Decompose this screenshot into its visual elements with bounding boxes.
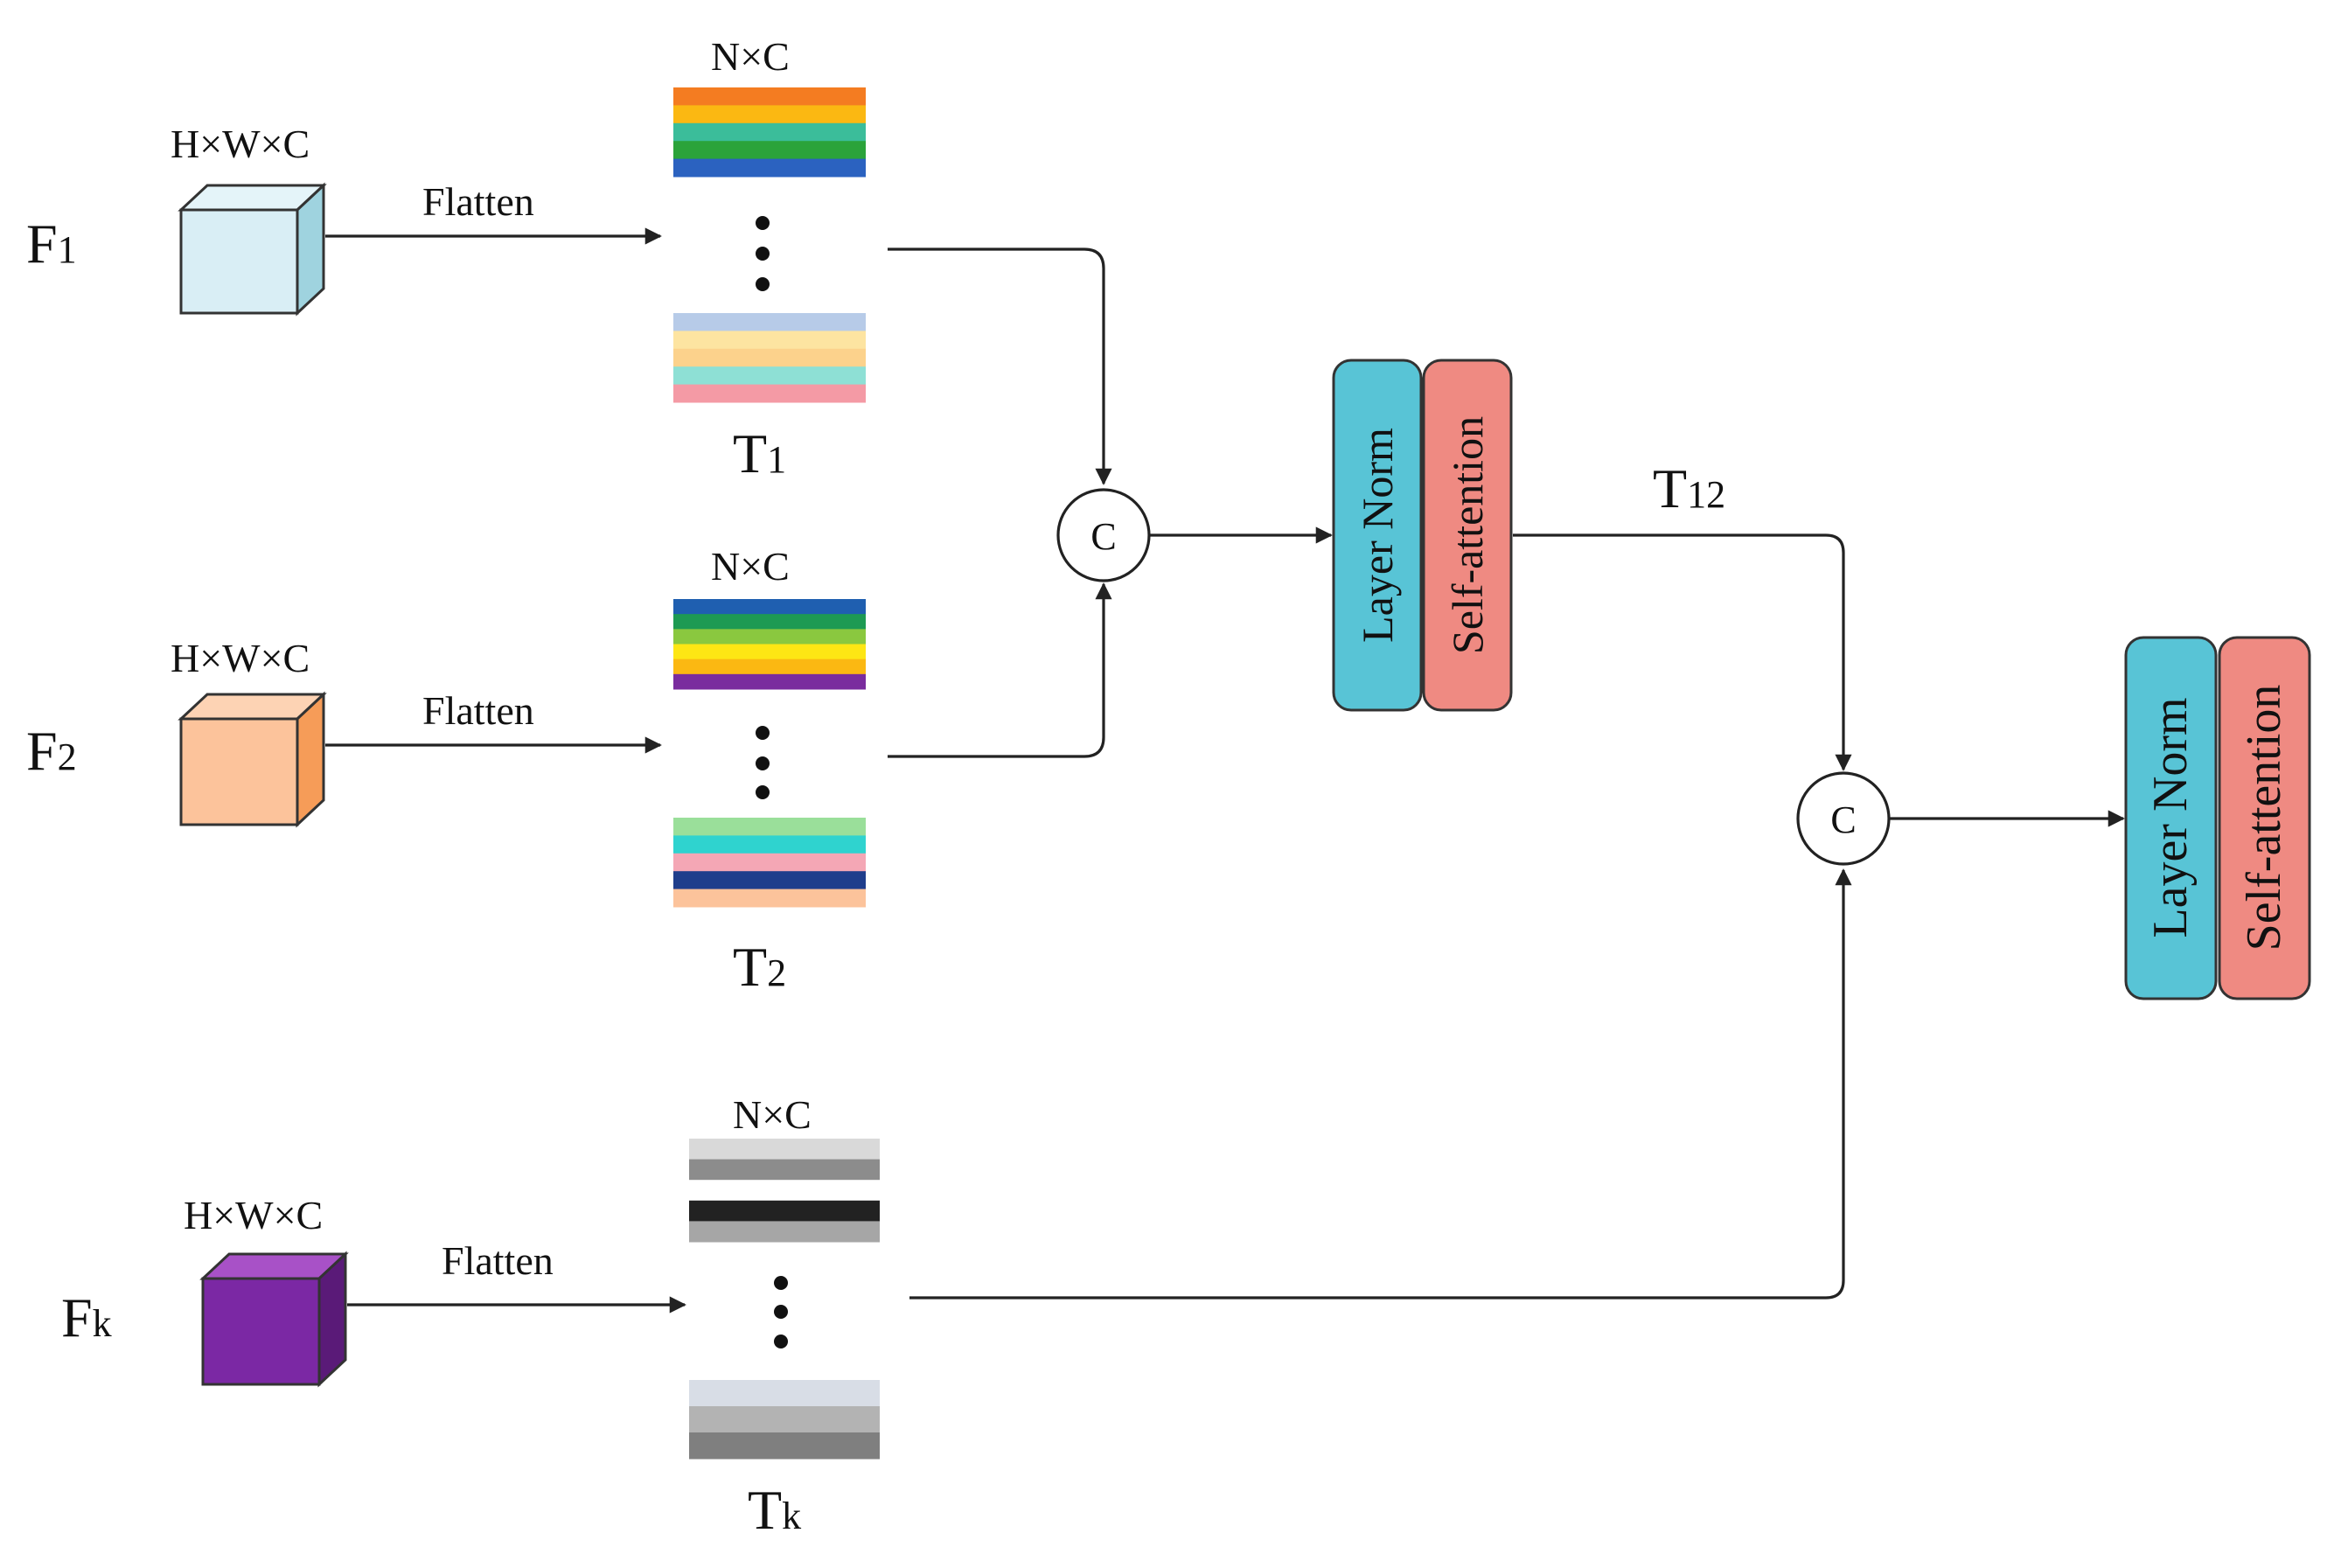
token-stripe (673, 659, 866, 675)
token-stripe (689, 1200, 880, 1222)
self-attention-box-1 (1422, 359, 1513, 712)
token-stripe (673, 87, 866, 106)
cube-side (296, 182, 325, 317)
token-stripe (689, 1221, 880, 1243)
feature-cube-f2 (178, 691, 327, 828)
cube-side (296, 691, 325, 828)
cube-front (201, 1277, 321, 1386)
token-label-t1: T1 (733, 422, 786, 484)
token-stack-tk-top (689, 1139, 880, 1243)
input-label-f2: F2 (26, 720, 77, 782)
flatten-label-fk: Flatten (442, 1238, 554, 1283)
token-stripe (673, 158, 866, 178)
token-stripe (689, 1180, 880, 1202)
layer-norm-box-1 (1332, 359, 1423, 712)
token-stripe (673, 599, 866, 615)
token-stripe (673, 889, 866, 908)
ellipsis-tk (774, 1276, 788, 1348)
token-stripe (673, 384, 866, 403)
token-stripe (673, 614, 866, 630)
connector-tk-concat2 (909, 868, 1852, 1300)
flatten-label-f2: Flatten (422, 688, 534, 733)
feature-cube-fk (199, 1251, 349, 1388)
token-stripe (673, 673, 866, 690)
token-label-tk: Tk (748, 1479, 801, 1541)
concat-node-2: C (1796, 771, 1891, 866)
block-1: Layer Norm Self-attention (1332, 359, 1513, 712)
token-stack-t1-bottom (673, 313, 866, 403)
token-label-t2: T2 (733, 936, 786, 998)
block-2: Layer Norm Self-attention (2124, 636, 2311, 1000)
ellipsis-t1 (756, 216, 770, 291)
self-attention-label-1: Self-attention (1443, 416, 1492, 654)
concat-node-1: C (1056, 488, 1151, 582)
token-stripe (673, 644, 866, 660)
flatten-label-f1: Flatten (422, 179, 534, 224)
concat-symbol: C (1090, 515, 1116, 558)
token-stripe (673, 122, 866, 142)
token-dims-t1: N×C (711, 34, 790, 79)
token-stack-tk-bottom (689, 1380, 880, 1460)
connector-block1-concat2 (1513, 533, 1852, 771)
connector-t2-concat1 (888, 582, 1112, 758)
token-dims-t2: N×C (711, 544, 790, 589)
token-stripe (673, 835, 866, 854)
ellipsis-t2 (756, 726, 770, 799)
cube-side (317, 1251, 347, 1388)
token-stripe (673, 348, 866, 367)
input-dims-f2: H×W×C (171, 636, 310, 680)
concat-symbol: C (1830, 798, 1856, 841)
token-stripe (673, 331, 866, 350)
token-stripe (689, 1380, 880, 1407)
fused-token-label: T12 (1653, 457, 1725, 519)
self-attention-box-2 (2218, 636, 2311, 1000)
token-stripe (673, 853, 866, 872)
layer-norm-label-2: Layer Norm (2143, 697, 2198, 937)
connector-t1-concat1 (888, 247, 1112, 485)
token-stripe (673, 871, 866, 890)
layer-norm-label-1: Layer Norm (1353, 428, 1402, 643)
token-stripe (689, 1406, 880, 1433)
input-dims-fk: H×W×C (184, 1193, 323, 1237)
token-dims-tk: N×C (733, 1092, 812, 1137)
token-stripe (689, 1432, 880, 1460)
input-label-f1: F1 (26, 213, 77, 275)
token-stack-t2-top (673, 599, 866, 690)
token-stripe (673, 105, 866, 124)
input-dims-f1: H×W×C (171, 122, 310, 166)
token-stripe (673, 629, 866, 645)
token-stripe (689, 1159, 880, 1181)
token-stack-t1-top (673, 87, 866, 178)
token-stack-t2-bottom (673, 818, 866, 908)
layer-norm-box-2 (2124, 636, 2218, 1000)
token-stripe (673, 313, 866, 331)
cube-front (179, 717, 299, 826)
token-stripe (689, 1139, 880, 1160)
token-stripe (673, 366, 866, 386)
feature-cube-f1 (178, 182, 327, 317)
token-stripe (673, 141, 866, 160)
input-label-fk: Fk (61, 1286, 112, 1348)
cube-front (179, 208, 299, 315)
token-stripe (673, 818, 866, 836)
self-attention-label-2: Self-attention (2237, 685, 2291, 951)
